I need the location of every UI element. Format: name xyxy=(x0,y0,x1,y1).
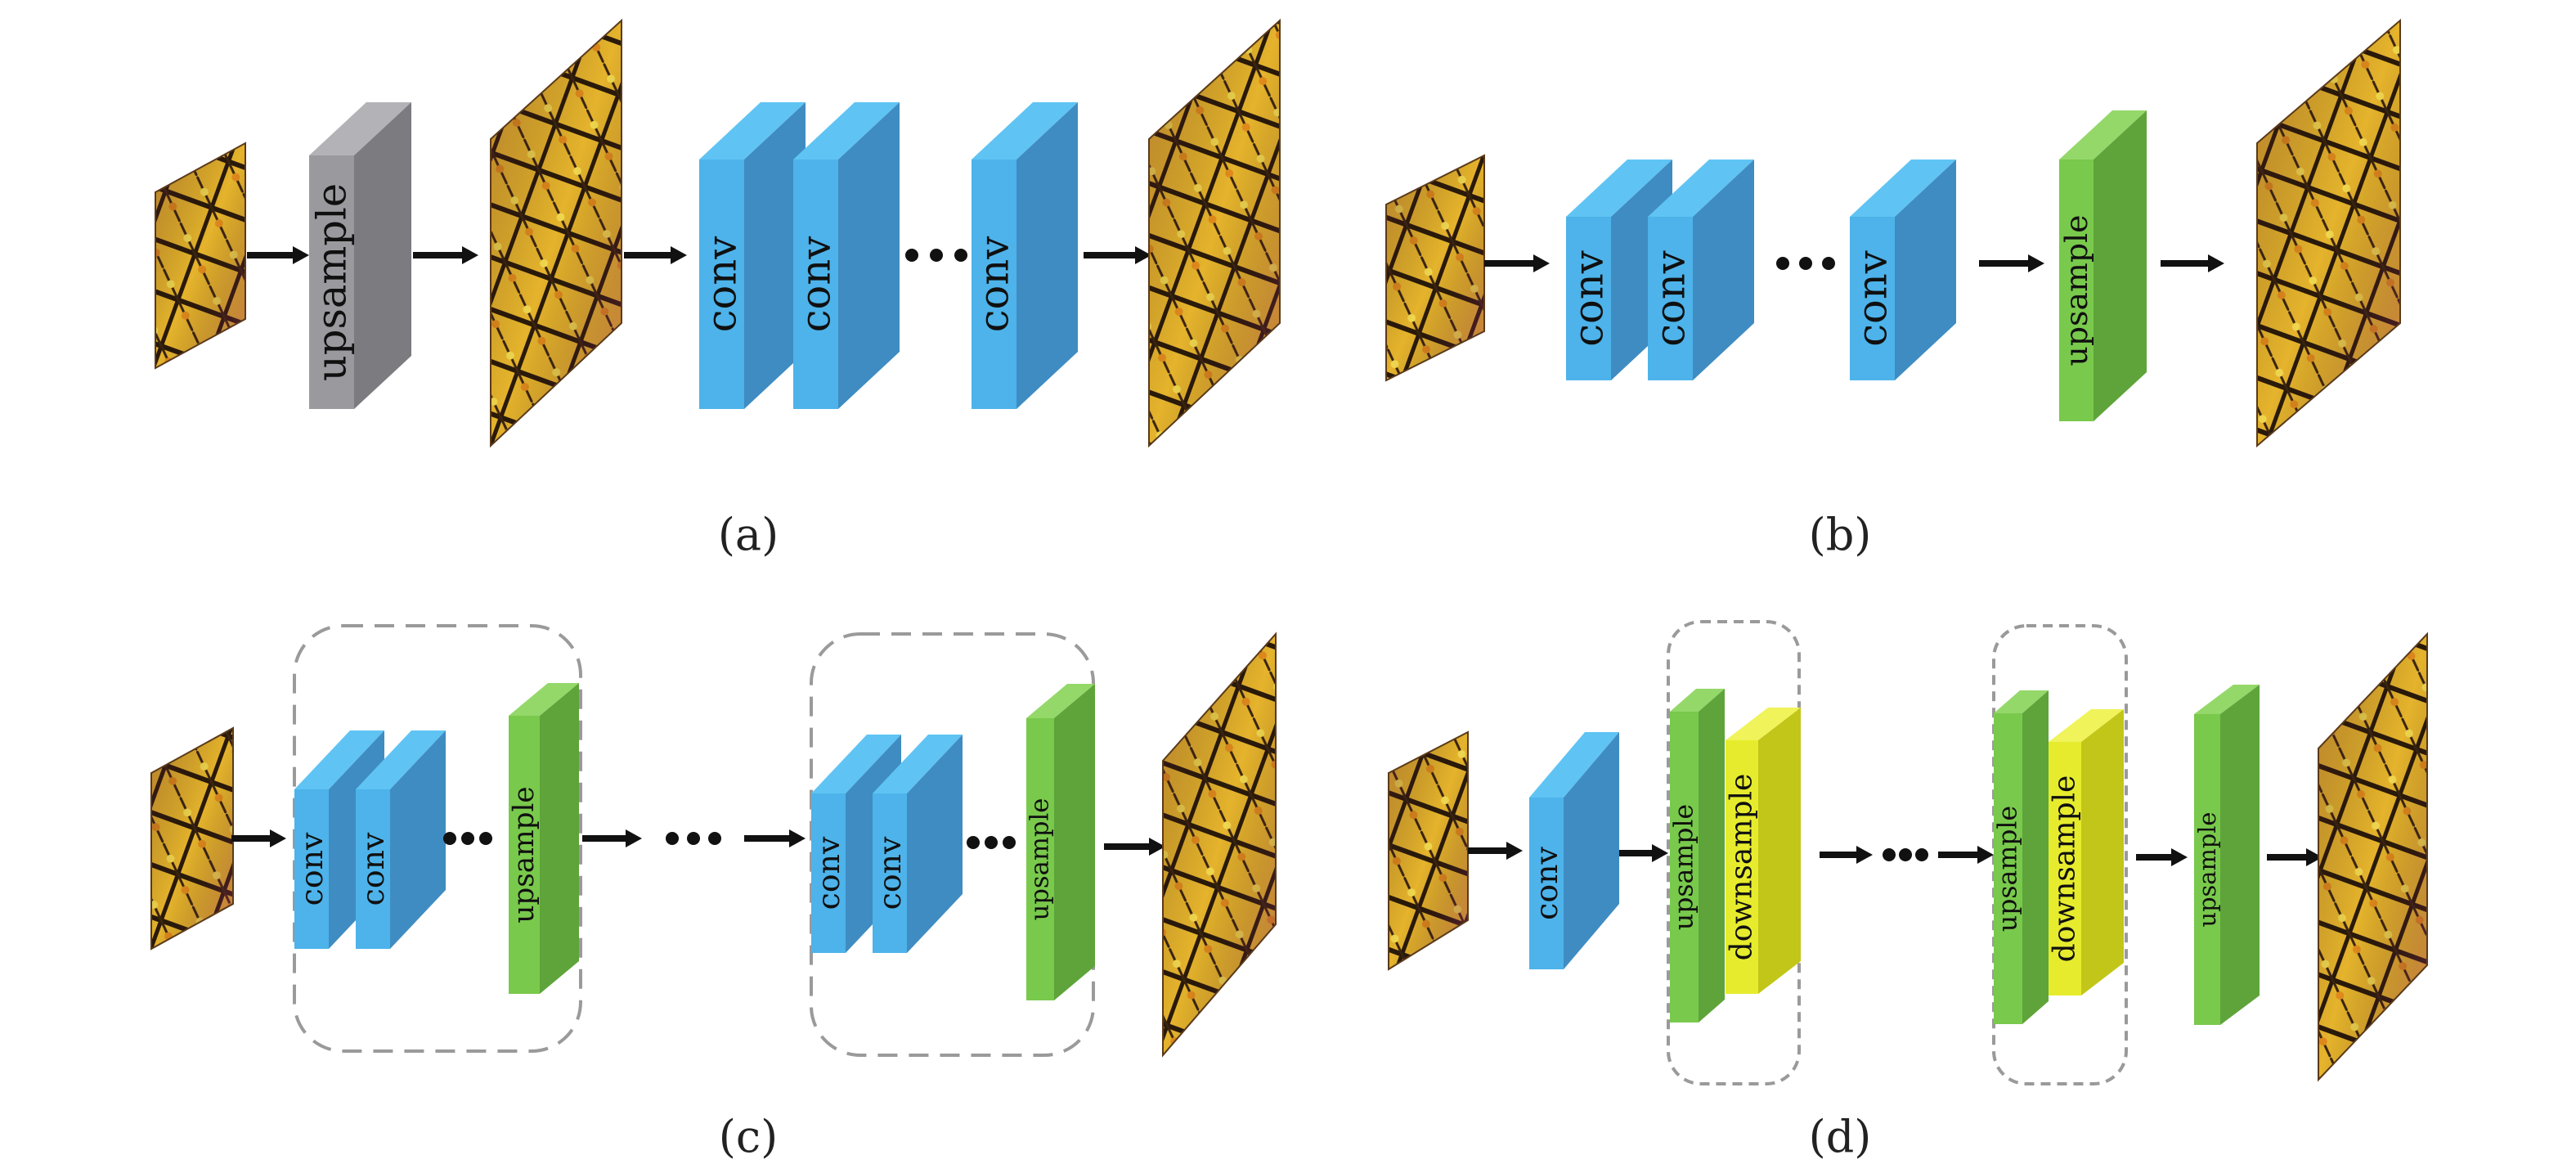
upsampled-image-a xyxy=(490,18,622,448)
arrow-c1 xyxy=(231,829,286,847)
block-label: conv xyxy=(971,236,1018,332)
arrow-a3 xyxy=(624,246,687,264)
output-image-b xyxy=(2256,18,2401,448)
conv-block-c2: conv xyxy=(355,730,446,949)
block-label: downsample xyxy=(1726,774,1759,961)
input-image-c xyxy=(150,726,234,951)
arrow-b2 xyxy=(1979,254,2044,272)
block-label: upsample xyxy=(2058,215,2094,366)
block-label: conv xyxy=(872,836,908,910)
arrow-d3 xyxy=(1820,846,1873,864)
arrow-a4 xyxy=(1084,246,1151,264)
caption-c: (c) xyxy=(719,1111,778,1162)
arrow-d6 xyxy=(2267,848,2322,866)
block-label: upsample xyxy=(1670,804,1699,930)
output-image-d xyxy=(2318,631,2428,1082)
conv-block-a1: conv xyxy=(698,102,806,409)
block-label: conv xyxy=(1647,250,1694,346)
block-label: conv xyxy=(810,836,846,910)
block-label: conv xyxy=(294,832,330,906)
arrow-d4 xyxy=(1938,846,1994,864)
block-label: downsample xyxy=(2049,775,2082,963)
dots-a: · · · xyxy=(905,249,967,262)
arrow-c2 xyxy=(582,829,642,847)
block-label: upsample xyxy=(1994,806,2023,932)
block-label: upsample xyxy=(2193,812,2221,928)
input-image-a xyxy=(155,142,246,370)
arrow-c4 xyxy=(1104,838,1165,856)
input-image-d xyxy=(1388,730,1469,971)
block-label: conv xyxy=(792,236,840,332)
output-image-c xyxy=(1162,631,1277,1058)
upsample-block-d3: upsample xyxy=(2193,685,2260,1025)
upsample-block-c1: upsample xyxy=(508,683,579,994)
block-label: conv xyxy=(355,832,391,906)
conv-block-b3: conv xyxy=(1849,160,1956,380)
caption-a: (a) xyxy=(718,509,779,560)
dots-d: · · · xyxy=(1883,848,1928,861)
arrow-d2 xyxy=(1619,844,1668,862)
conv-block-d: conv xyxy=(1528,732,1619,969)
dots-b: · · · xyxy=(1776,257,1835,270)
output-image-a xyxy=(1148,18,1281,448)
upsample-block-a: upsample xyxy=(308,102,411,409)
dots-c3: · · · xyxy=(967,836,1016,849)
conv-block-a2: conv xyxy=(792,102,900,409)
conv-block-b2: conv xyxy=(1647,160,1754,380)
arrow-b3 xyxy=(2161,254,2224,272)
upsample-block-d2: upsample xyxy=(1994,690,2049,1024)
block-label: conv xyxy=(1849,250,1896,346)
caption-b: (b) xyxy=(1809,509,1872,560)
arrow-d1 xyxy=(1468,842,1523,860)
upsample-block-d1: upsample xyxy=(1670,689,1725,1022)
upsample-block-b: upsample xyxy=(2058,110,2147,421)
arrow-c3 xyxy=(744,829,806,847)
arrow-a2 xyxy=(413,246,478,264)
input-image-b xyxy=(1385,154,1485,382)
caption-d: (d) xyxy=(1809,1111,1872,1162)
block-label: conv xyxy=(698,236,746,332)
block-label: conv xyxy=(1528,847,1564,920)
conv-block-a3: conv xyxy=(971,102,1078,409)
dots-c1: · · · xyxy=(443,832,492,845)
block-label: upsample xyxy=(1026,798,1055,921)
upsample-block-c2: upsample xyxy=(1026,684,1095,1000)
dots-c2: · · · xyxy=(666,832,721,845)
downsample-block-d1: downsample xyxy=(1726,708,1801,994)
arrow-d5 xyxy=(2136,848,2188,866)
block-label: upsample xyxy=(508,786,541,923)
arrow-b1 xyxy=(1484,254,1550,272)
block-label: upsample xyxy=(308,183,356,381)
arrow-a1 xyxy=(247,246,309,264)
block-label: conv xyxy=(1565,250,1613,346)
conv-block-c4: conv xyxy=(872,735,963,953)
downsample-block-d2: downsample xyxy=(2049,709,2124,995)
stage-box-d2 xyxy=(1992,624,2128,1085)
